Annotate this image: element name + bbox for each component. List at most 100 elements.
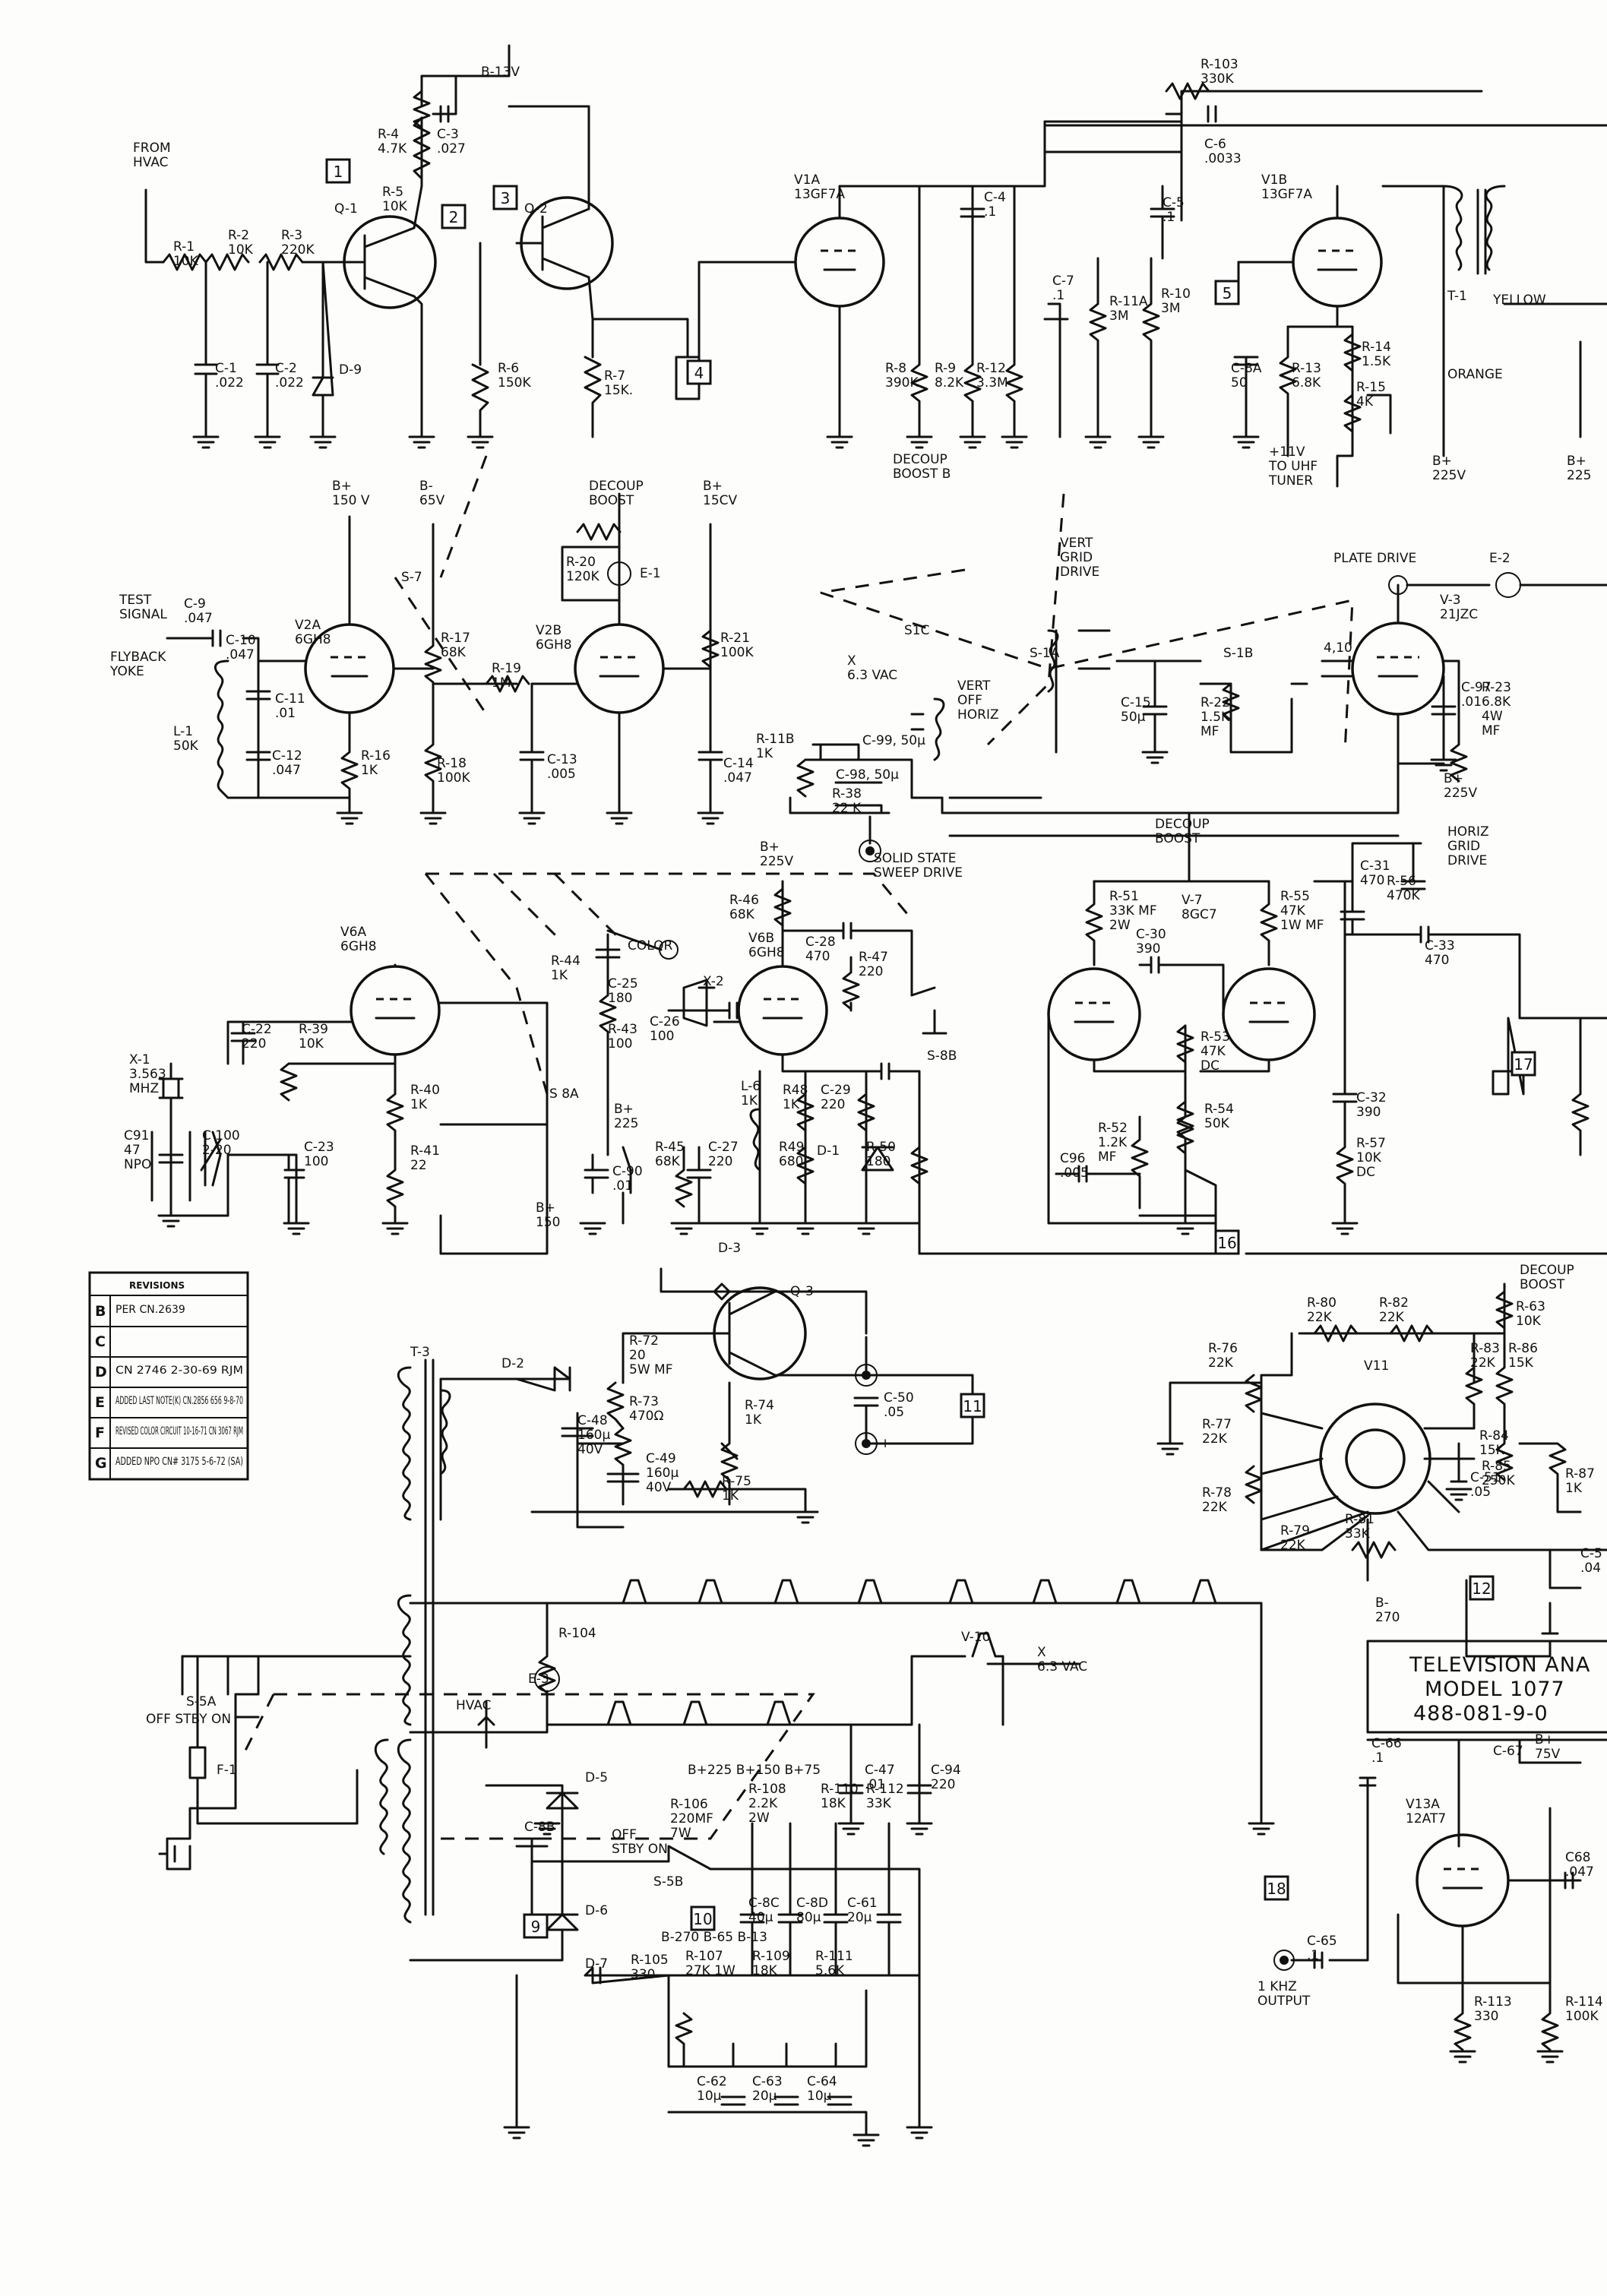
label-minus: − [881,1368,892,1383]
label-d9: D-9 [339,362,362,378]
ground-symbol [283,1222,310,1235]
label-line: MHZ [129,1081,159,1096]
ground-symbol [1137,435,1165,449]
label-line: DECOUP [893,452,947,467]
label-t1: T-1 [1447,289,1467,304]
label-line: R-84 [1479,1428,1509,1444]
label-line: 160µ [577,1428,610,1443]
label-line: .01 [612,1178,633,1194]
label-line: R-63 [1516,1299,1545,1314]
revision-code: E [95,1394,105,1411]
label-plus: + [880,1436,890,1451]
test-point-number: 5 [1223,284,1232,302]
revision-code: D [95,1364,107,1380]
ground-symbol [1445,1488,1473,1501]
label-line: 2W [748,1811,770,1826]
label-line: C-22 [242,1022,272,1037]
label-bplus150: B+150 V [332,479,370,508]
label-line: R-22 [1201,695,1230,710]
label-line: MF [1098,1150,1116,1165]
label-line: 330K [1201,71,1234,87]
label-line: R-76 [1208,1341,1238,1356]
label-line: C-31 [1360,859,1390,874]
label-t3: T-3 [410,1345,430,1360]
label-line: V-3 [1440,593,1461,608]
label-line: 470Ω [629,1409,663,1424]
label-line: VERT [1060,536,1093,551]
label-line: B+ [332,479,352,494]
label-line: C-99, 50µ [862,733,925,748]
label-line: R-23 [1482,680,1511,695]
label-line: .01 [275,706,296,721]
label-line: 22K [1307,1310,1333,1325]
label-line: 470K [1387,888,1420,903]
label-line: 1K [741,1093,758,1108]
label-c11: C-11.01 [275,691,305,721]
label-line: R-5 [382,185,403,200]
label-line: 65V [419,493,445,508]
test-point-number: 10 [693,1910,712,1928]
label-line: 6GH8 [295,632,331,647]
label-c68: C68.047 [1565,1850,1594,1880]
label-c3: C-3.027 [437,127,466,157]
label-line: 6.8K [1482,694,1511,710]
label-line: C-11 [275,691,305,707]
label-line: SWEEP DRIVE [874,865,963,881]
label-bminus65: B-65V [419,479,445,508]
label-line: V-7 [1182,893,1203,908]
ground-symbol [336,811,363,825]
ground-symbol [746,1222,773,1235]
label-line: 100K [720,645,754,660]
label-line: 12AT7 [1406,1811,1446,1826]
label-line: C-94 [931,1763,961,1778]
label-line: 1.5K [1362,354,1391,369]
ground-symbol [1084,435,1112,449]
label-line: C-50 [884,1390,914,1406]
label-line: 1K [722,1488,739,1504]
label-line: C-48 [577,1413,608,1428]
label-line: BOOST [1155,831,1201,846]
ground-symbol [1172,1222,1199,1235]
label-line: 1.2K [1098,1135,1128,1150]
label-line: S-8B [927,1048,957,1064]
label-line: TUNER [1268,473,1313,489]
label-line: 75V [1535,1747,1561,1762]
label-line: DECOUP [589,479,644,494]
label-q3: Q-3 [790,1284,814,1299]
test-point-number: 4 [694,364,704,382]
label-line: .022 [215,375,244,391]
ground-symbol [1141,751,1169,764]
label-line: R-38 [832,786,862,802]
power-supply [158,1655,921,2136]
label-line: 270 [1375,1610,1400,1625]
label-line: 10µ [697,2089,722,2104]
label-bplus15cv: B+15CV [703,479,738,508]
label-line: 18K [821,1796,846,1811]
test-point-number: 2 [449,208,459,226]
label-line: E-3 [528,1671,549,1687]
label-line: R-72 [629,1333,659,1349]
label-line: .0033 [1204,151,1242,166]
label-d3: D-3 [718,1241,741,1256]
label-line: V1A [794,172,820,188]
label-s8b: S-8B [927,1048,957,1064]
label-line: 1.5K [1201,710,1230,725]
